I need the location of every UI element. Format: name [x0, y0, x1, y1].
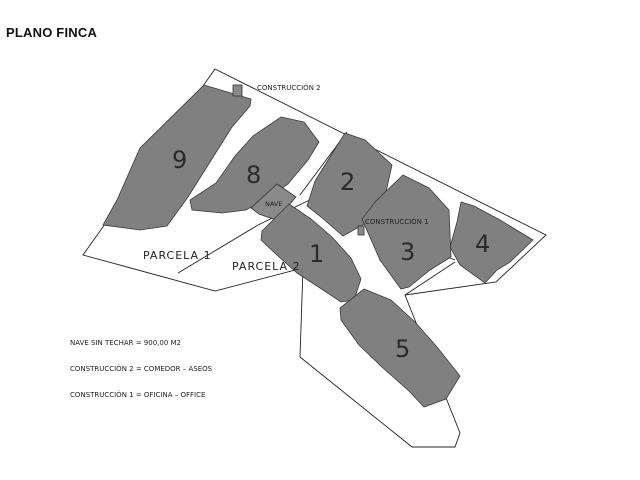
nave-label: NAVE — [265, 200, 282, 208]
lot-1 — [260, 203, 362, 303]
lot-4-number: 4 — [475, 230, 490, 258]
lot-8-number: 8 — [246, 161, 261, 189]
legend-item: CONSTRUCCIÓN 1 = OFICINA – OFFICE — [70, 390, 205, 399]
lot-3 — [361, 174, 452, 290]
lot-1-number: 1 — [309, 240, 324, 268]
construccion-2-building — [232, 84, 243, 97]
lot-9-number: 9 — [172, 146, 187, 174]
lot-3-number: 3 — [400, 238, 415, 266]
lot-8 — [189, 116, 320, 214]
legend-item: CONSTRUCCIÓN 2 = COMEDOR – ASEOS — [70, 364, 213, 373]
lot-4 — [449, 201, 534, 284]
construccion-2-label: CONSTRUCCIÓN 2 — [257, 83, 321, 92]
nave — [250, 183, 297, 221]
lot-2-number: 2 — [340, 168, 355, 196]
construccion-1-label: CONSTRUCCIÓN 1 — [365, 217, 429, 226]
construccion-1-building — [357, 225, 365, 236]
lot-9 — [102, 84, 252, 231]
lot-5 — [339, 288, 461, 408]
parcel-divider-3 — [404, 261, 456, 296]
page-title: PLANO FINCA — [6, 25, 98, 40]
parcela-2-label: PARCELA 2 — [232, 260, 301, 273]
parcela-1-label: PARCELA 1 — [143, 249, 212, 262]
lot-5-number: 5 — [395, 335, 410, 363]
legend-item: NAVE SIN TECHAR = 900,00 M2 — [70, 339, 181, 347]
